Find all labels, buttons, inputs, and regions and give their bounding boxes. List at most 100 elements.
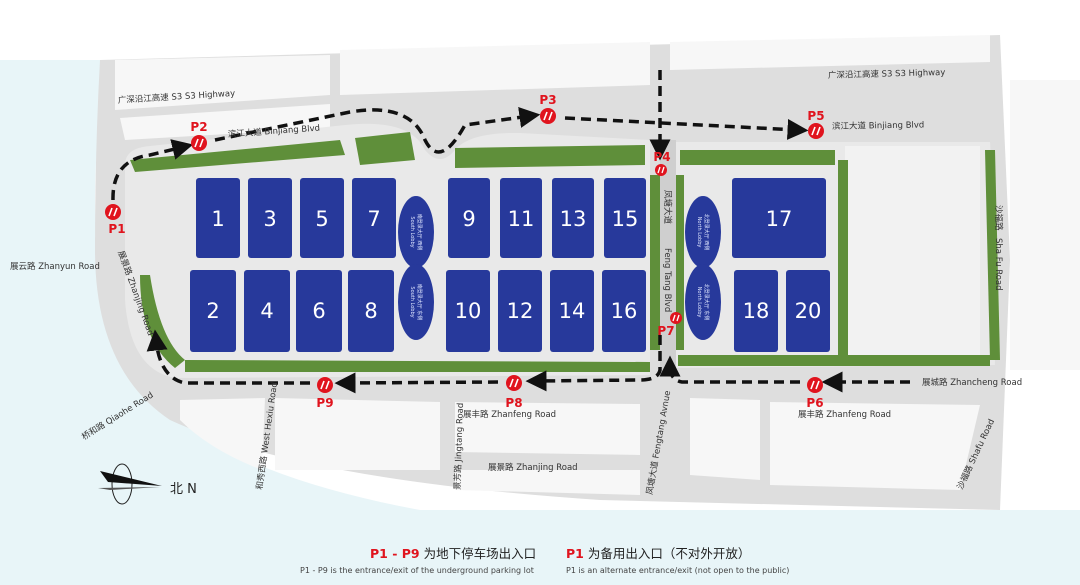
parking-p8[interactable]: P8 bbox=[505, 375, 523, 410]
svg-text:P8: P8 bbox=[505, 396, 522, 410]
hall-15[interactable] bbox=[604, 178, 646, 258]
parking-entrance-icon bbox=[320, 380, 330, 390]
svg-text:20: 20 bbox=[795, 299, 822, 323]
parking-p1[interactable]: P1 bbox=[105, 204, 126, 236]
hall-20[interactable] bbox=[786, 270, 830, 352]
svg-text:11: 11 bbox=[508, 207, 535, 231]
hall-7[interactable] bbox=[352, 178, 396, 258]
legend-code: P1 bbox=[566, 546, 584, 561]
parking-p4[interactable]: P4 bbox=[653, 150, 671, 176]
lobby-north-west[interactable] bbox=[685, 196, 721, 268]
parking-p3[interactable]: P3 bbox=[539, 93, 557, 124]
svg-text:景芳路 Jingtang Road: 景芳路 Jingtang Road bbox=[452, 403, 466, 491]
svg-text:9: 9 bbox=[462, 207, 475, 231]
svg-text:17: 17 bbox=[766, 207, 793, 231]
lobby-south-west[interactable] bbox=[398, 196, 434, 268]
svg-text:12: 12 bbox=[507, 299, 534, 323]
hall-16[interactable] bbox=[602, 270, 646, 352]
hall-18[interactable] bbox=[734, 270, 778, 352]
svg-text:South Lobby: South Lobby bbox=[409, 216, 415, 247]
hall-5[interactable] bbox=[300, 178, 344, 258]
svg-text:P5: P5 bbox=[807, 109, 824, 123]
parking-entrance-icon bbox=[194, 138, 204, 148]
svg-text:1: 1 bbox=[211, 207, 224, 231]
lobby-north-east[interactable] bbox=[685, 264, 721, 340]
svg-text:2: 2 bbox=[206, 299, 219, 323]
svg-text:P7: P7 bbox=[657, 324, 674, 338]
parking-p7[interactable]: P7 bbox=[657, 312, 682, 338]
legend-parking: P1 - P9 为地下停车场出入口 P1 - P9 is the entranc… bbox=[300, 543, 537, 575]
river bbox=[0, 60, 1080, 585]
svg-text:15: 15 bbox=[612, 207, 639, 231]
parking-entrance-icon bbox=[811, 126, 821, 136]
hall-10[interactable] bbox=[446, 270, 490, 352]
svg-text:滨江大道 Binjiang Blvd: 滨江大道 Binjiang Blvd bbox=[832, 119, 925, 132]
compass-icon: 北 N bbox=[98, 463, 197, 505]
svg-text:沙福路: 沙福路 bbox=[993, 205, 1004, 231]
svg-text:南登录大厅 东侧: 南登录大厅 东侧 bbox=[416, 284, 423, 321]
open-area bbox=[845, 146, 980, 361]
svg-text:展景路 Zhanjing Road: 展景路 Zhanjing Road bbox=[488, 462, 578, 473]
legend-zh: 为备用出入口（不对外开放） bbox=[587, 546, 751, 561]
parking-entrance-icon bbox=[108, 207, 118, 217]
svg-text:3: 3 bbox=[263, 207, 276, 231]
parking-p2[interactable]: P2 bbox=[190, 120, 208, 151]
hall-14[interactable] bbox=[550, 270, 594, 352]
legend-alternate: P1 为备用出入口（不对外开放） P1 is an alternate entr… bbox=[566, 543, 789, 575]
hall-11[interactable] bbox=[500, 178, 542, 258]
hall-17[interactable] bbox=[732, 178, 826, 258]
svg-text:14: 14 bbox=[559, 299, 586, 323]
svg-text:6: 6 bbox=[312, 299, 325, 323]
parking-p9[interactable]: P9 bbox=[316, 377, 334, 410]
svg-text:展城路 Zhancheng Road: 展城路 Zhancheng Road bbox=[922, 377, 1022, 388]
parking-entrance-icon bbox=[810, 380, 820, 390]
hall-3[interactable] bbox=[248, 178, 292, 258]
svg-text:8: 8 bbox=[364, 299, 377, 323]
parking-entrance-icon bbox=[543, 111, 553, 121]
svg-text:Feng Tang Blvd: Feng Tang Blvd bbox=[662, 248, 672, 312]
svg-text:南登录大厅 西侧: 南登录大厅 西侧 bbox=[416, 214, 423, 251]
parking-p6[interactable]: P6 bbox=[806, 377, 824, 410]
parking-p5[interactable]: P5 bbox=[807, 109, 825, 139]
parking-entrance-icon bbox=[509, 378, 519, 388]
svg-text:北登录大厅 西侧: 北登录大厅 西侧 bbox=[703, 214, 710, 251]
svg-text:P3: P3 bbox=[539, 93, 556, 107]
hall-13[interactable] bbox=[552, 178, 594, 258]
hall-8[interactable] bbox=[348, 270, 394, 352]
legend-en: P1 is an alternate entrance/exit (not op… bbox=[566, 566, 790, 575]
svg-text:13: 13 bbox=[560, 207, 587, 231]
legend-zh: 为地下停车场出入口 bbox=[423, 546, 537, 561]
svg-text:North Lobby: North Lobby bbox=[696, 287, 702, 318]
svg-text:P1: P1 bbox=[108, 222, 125, 236]
svg-text:4: 4 bbox=[260, 299, 273, 323]
lobby-south-east[interactable] bbox=[398, 264, 434, 340]
svg-text:18: 18 bbox=[743, 299, 770, 323]
svg-text:P9: P9 bbox=[316, 396, 333, 410]
hall-9[interactable] bbox=[448, 178, 490, 258]
hall-12[interactable] bbox=[498, 270, 542, 352]
hall-1[interactable] bbox=[196, 178, 240, 258]
svg-text:7: 7 bbox=[367, 207, 380, 231]
svg-text:North Lobby: North Lobby bbox=[696, 217, 702, 248]
halls bbox=[190, 178, 830, 352]
parking-entrance-icon bbox=[657, 166, 665, 174]
svg-text:P6: P6 bbox=[806, 396, 823, 410]
svg-text:凤塘大道: 凤塘大道 bbox=[662, 190, 673, 225]
hall-4[interactable] bbox=[244, 270, 290, 352]
hall-6[interactable] bbox=[296, 270, 342, 352]
svg-text:展丰路 Zhanfeng Road: 展丰路 Zhanfeng Road bbox=[798, 409, 891, 420]
svg-text:Sha Fu Road: Sha Fu Road bbox=[993, 238, 1003, 291]
svg-text:广深沿江高速 S3 S3 Highway: 广深沿江高速 S3 S3 Highway bbox=[828, 67, 946, 81]
hall-2[interactable] bbox=[190, 270, 236, 352]
svg-text:5: 5 bbox=[315, 207, 328, 231]
greenery bbox=[130, 132, 1000, 372]
svg-text:P2: P2 bbox=[190, 120, 207, 134]
svg-text:展云路 Zhanyun Road: 展云路 Zhanyun Road bbox=[10, 261, 100, 272]
svg-text:北 N: 北 N bbox=[170, 482, 197, 497]
svg-text:P4: P4 bbox=[653, 150, 670, 164]
hall-numbers: 1 3 5 7 9 11 13 15 17 2 4 6 8 10 12 14 1… bbox=[206, 207, 821, 323]
svg-text:北登录大厅 东侧: 北登录大厅 东侧 bbox=[703, 284, 710, 321]
svg-text:16: 16 bbox=[611, 299, 638, 323]
